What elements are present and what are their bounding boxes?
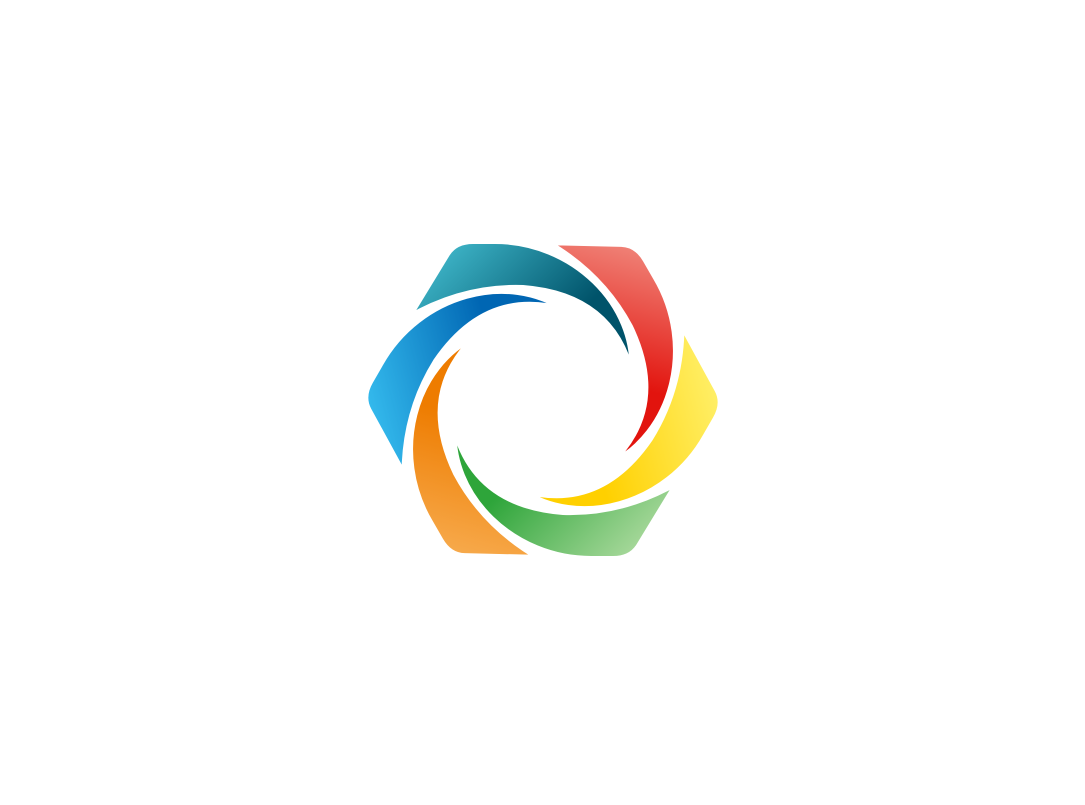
logo-blade-blue [362, 287, 569, 479]
logo-blade-orange [407, 332, 543, 561]
logo-blade-green [450, 422, 681, 563]
logo-blade-red [543, 239, 679, 468]
logo-blade-yellow [517, 321, 724, 513]
